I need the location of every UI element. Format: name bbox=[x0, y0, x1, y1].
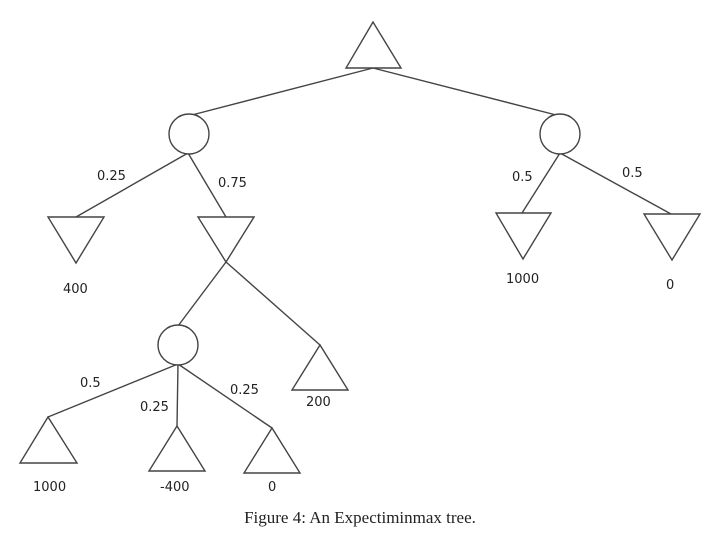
leaf-value-200: 200 bbox=[306, 395, 331, 410]
edge-chance-right-to-min-1 bbox=[521, 152, 561, 214]
max-node-lower-leaf-2 bbox=[147, 424, 207, 472]
edge-label-0-25-lower-right: 0.25 bbox=[230, 383, 259, 398]
edge-root-to-chance-right bbox=[372, 67, 561, 117]
edge-chance-right-to-min-2 bbox=[559, 152, 672, 215]
edge-label-0-5-right-2: 0.5 bbox=[622, 166, 643, 181]
edge-chance-lower-to-max-2 bbox=[176, 363, 179, 427]
min-node-left-leaf bbox=[46, 216, 106, 265]
chance-node-right bbox=[539, 113, 581, 155]
leaf-value-neg-400: -400 bbox=[160, 480, 190, 495]
edge-label-0-5-right-1: 0.5 bbox=[512, 170, 533, 185]
chance-node-lower bbox=[157, 324, 199, 366]
leaf-value-0-right: 0 bbox=[666, 278, 674, 293]
max-node-root bbox=[344, 20, 403, 69]
edge-chance-lower-to-max-1 bbox=[47, 363, 179, 418]
edge-label-0-25-lower-mid: 0.25 bbox=[140, 400, 169, 415]
min-node-right-leaf-1 bbox=[494, 212, 553, 261]
edge-min-mid-to-max-side bbox=[225, 261, 321, 346]
min-node-mid bbox=[196, 216, 256, 264]
figure-caption: Figure 4: An Expectiminmax tree. bbox=[244, 508, 476, 527]
max-node-lower-leaf-1 bbox=[18, 415, 79, 464]
max-node-side-leaf bbox=[290, 343, 350, 391]
edge-chance-left-to-min-leaf bbox=[75, 152, 189, 218]
edge-chance-lower-to-max-3 bbox=[177, 363, 273, 429]
edge-min-mid-to-chance-lower bbox=[177, 261, 227, 327]
leaf-value-0-lower: 0 bbox=[268, 480, 276, 495]
edge-label-0-5-lower: 0.5 bbox=[80, 376, 101, 391]
edge-root-to-chance-left bbox=[187, 67, 374, 117]
edge-label-0-75: 0.75 bbox=[218, 176, 247, 191]
tree-edges bbox=[47, 67, 672, 429]
edge-label-0-25-left: 0.25 bbox=[97, 169, 126, 184]
leaf-value-400: 400 bbox=[63, 282, 88, 297]
min-node-right-leaf-2 bbox=[642, 213, 702, 262]
chance-node-left bbox=[168, 113, 210, 155]
edge-chance-left-to-min-mid bbox=[187, 152, 227, 218]
leaf-value-1000-right: 1000 bbox=[506, 272, 539, 287]
leaf-value-1000-lower: 1000 bbox=[33, 480, 66, 495]
max-node-lower-leaf-3 bbox=[242, 426, 302, 474]
